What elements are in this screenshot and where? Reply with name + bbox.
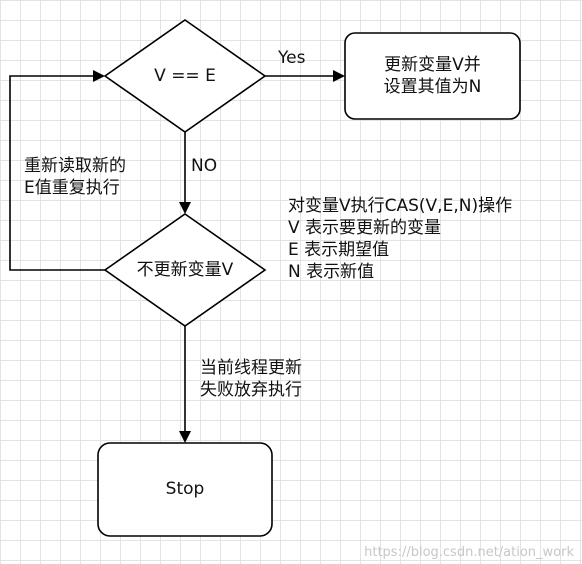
- no-label: NO: [191, 156, 218, 176]
- retry-loop-edge: [9, 75, 105, 271]
- annotation-line-1: 对变量V执行CAS(V,E,N)操作: [288, 196, 513, 216]
- annotation-line-2: V 表示要更新的变量: [288, 218, 442, 238]
- stop-label: Stop: [165, 479, 205, 499]
- yes-label: Yes: [278, 48, 306, 68]
- yes-arrowhead: [333, 70, 345, 82]
- annotation-line-4: N 表示新值: [288, 262, 375, 282]
- annotation-line-3: E 表示期望值: [288, 240, 390, 260]
- retry-label-line-1: 重新读取新的: [24, 156, 126, 176]
- watermark: https://blog.csdn.net/ation_work: [364, 545, 574, 560]
- cas-annotation: 对变量V执行CAS(V,E,N)操作 V 表示要更新的变量 E 表示期望值 N …: [288, 195, 512, 283]
- retry-arrowhead: [93, 70, 105, 82]
- action-update-label: 更新变量V并 设置其值为N: [347, 54, 518, 98]
- action-update-line-1: 更新变量V并: [384, 55, 481, 75]
- action-update-line-2: 设置其值为N: [383, 77, 482, 97]
- fail-label-line-1: 当前线程更新: [200, 358, 302, 378]
- fail-arrowhead: [179, 431, 191, 443]
- fail-label-line-2: 失败放弃执行: [200, 380, 302, 400]
- decision-changed-label: 不更新变量V: [136, 260, 234, 280]
- fail-label: 当前线程更新 失败放弃执行: [200, 357, 302, 401]
- retry-label-line-2: E值重复执行: [24, 178, 120, 198]
- decision-compare-label: V == E: [154, 66, 216, 86]
- no-arrowhead: [179, 202, 191, 214]
- retry-label: 重新读取新的 E值重复执行: [24, 155, 126, 199]
